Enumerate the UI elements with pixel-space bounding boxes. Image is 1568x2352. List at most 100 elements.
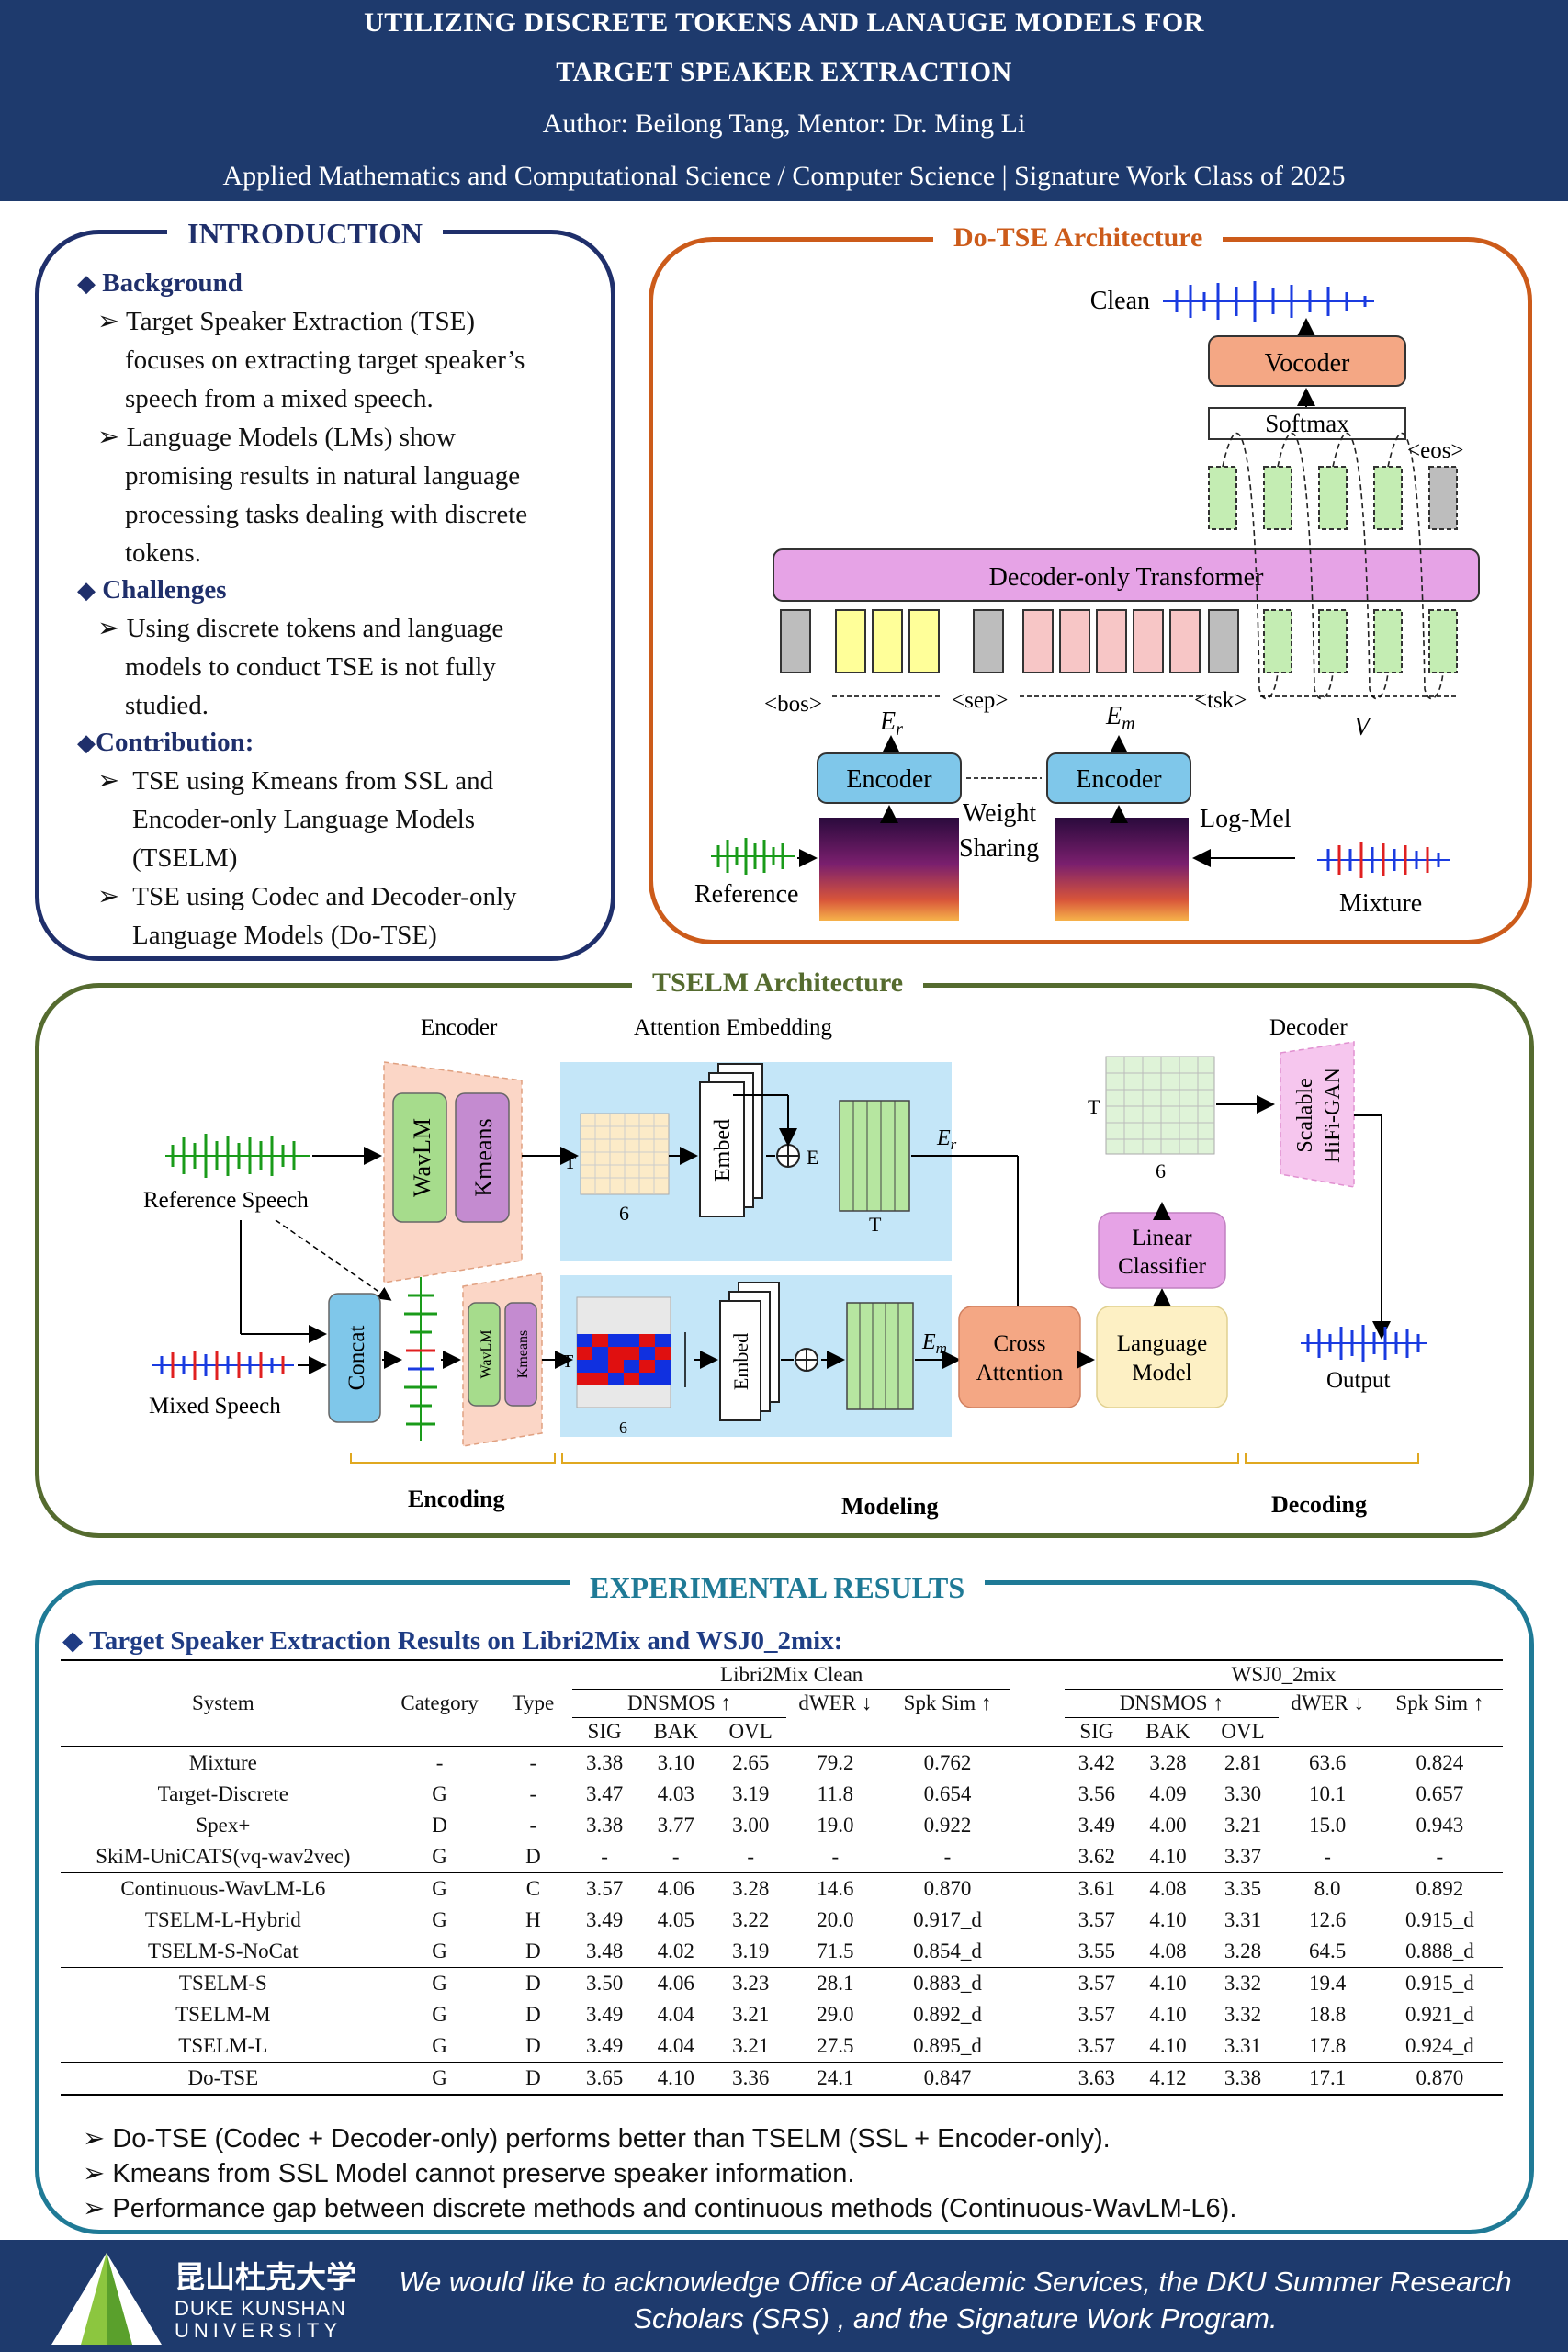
table-cell: 4.06 bbox=[636, 1872, 716, 1905]
language-label: Language bbox=[1117, 1331, 1208, 1356]
six-label-top: 6 bbox=[619, 1202, 629, 1225]
wsj-header: WSJ0_2mix bbox=[1065, 1659, 1503, 1690]
table-cell: 0.921_d bbox=[1404, 2003, 1474, 2026]
attention-embedding-header: Attention Embedding bbox=[634, 1015, 832, 1040]
table-cell: 0.824 bbox=[1416, 1751, 1464, 1774]
reference-speech-label: Reference Speech bbox=[143, 1188, 309, 1213]
table-cell: 3.32 bbox=[1224, 2003, 1262, 2026]
table-cell: 2.81 bbox=[1224, 1751, 1262, 1774]
cross-label: Cross bbox=[994, 1331, 1046, 1356]
eos-label: <eos> bbox=[1407, 438, 1464, 463]
table-cell: 79.2 bbox=[817, 1751, 854, 1774]
table-cell: 4.10 bbox=[636, 2062, 716, 2096]
table-cell: TSELM-L bbox=[178, 2034, 268, 2057]
em-label: Em bbox=[1105, 702, 1135, 734]
poster-title-line1: UTILIZING DISCRETE TOKENS AND LANAUGE MO… bbox=[364, 7, 1204, 38]
table-cell: Do-TSE bbox=[61, 2062, 386, 2096]
logo-chinese-text: 昆山杜克大学 bbox=[175, 2259, 356, 2295]
sep-label: <sep> bbox=[952, 688, 1009, 713]
table-cell: TSELM-S-NoCat bbox=[148, 1939, 299, 1962]
clean-label: Clean bbox=[1090, 287, 1150, 315]
table-cell: 3.21 bbox=[1224, 1814, 1262, 1837]
concat-block bbox=[328, 1293, 381, 1423]
table-cell: TSELM-M bbox=[175, 2003, 271, 2026]
table-cell: 3.28 bbox=[1224, 1939, 1262, 1962]
table-cell: 17.1 bbox=[1278, 2062, 1377, 2096]
table-cell: 3.36 bbox=[715, 2062, 786, 2096]
diamond-icon: ◆ bbox=[77, 577, 96, 604]
table-cell: 29.0 bbox=[817, 2003, 854, 2026]
results-table: Libri2Mix Clean WSJ0_2mix System Categor… bbox=[61, 1659, 1503, 2096]
table-cell: D bbox=[493, 1967, 573, 1999]
program-line: Applied Mathematics and Computational Sc… bbox=[222, 161, 1346, 191]
reference-spectrogram bbox=[819, 818, 959, 921]
language-model-block[interactable] bbox=[1096, 1306, 1228, 1408]
table-cell: 3.47 bbox=[585, 1782, 624, 1805]
conclusion-3: ➢ Performance gap between discrete metho… bbox=[83, 2194, 1237, 2223]
table-cell: C bbox=[493, 1872, 573, 1905]
table-cell: 11.8 bbox=[817, 1782, 854, 1805]
background-heading: ◆ Background bbox=[77, 268, 243, 298]
e-label-top: E bbox=[807, 1146, 818, 1169]
table-cell: 28.1 bbox=[785, 1967, 885, 1999]
t-label-classifier: T bbox=[1088, 1095, 1100, 1118]
table-cell: G bbox=[432, 2003, 447, 2026]
table-cell: 3.35 bbox=[1207, 1872, 1279, 1905]
table-cell: TSELM-S bbox=[61, 1967, 386, 1999]
modeling-label: Modeling bbox=[841, 1493, 938, 1520]
table-cell: 0.854_d bbox=[913, 1939, 982, 1962]
poster-title-line2: TARGET SPEAKER EXTRACTION bbox=[556, 57, 1012, 87]
concat-label: Concat bbox=[344, 1326, 369, 1391]
embedding-output-top bbox=[839, 1100, 910, 1212]
table-cell: G bbox=[432, 2034, 447, 2057]
table-cell: 4.10 bbox=[1149, 2034, 1187, 2057]
encoder-header: Encoder bbox=[421, 1015, 498, 1040]
table-cell: 3.31 bbox=[1224, 2034, 1262, 2057]
wavlm-label-bottom: WavLM bbox=[479, 1330, 494, 1379]
table-cell: 0.895_d bbox=[913, 2034, 982, 2057]
ch-bullet-1: ➢ Using discrete tokens and language mod… bbox=[97, 614, 504, 720]
table-cell: 3.21 bbox=[732, 2003, 770, 2026]
table-cell: 19.4 bbox=[1278, 1967, 1377, 1999]
title-banner: UTILIZING DISCRETE TOKENS AND LANAUGE MO… bbox=[0, 0, 1568, 201]
table-cell: Mixture bbox=[188, 1751, 257, 1774]
table-cell: 0.915_d bbox=[1404, 1908, 1474, 1931]
table-cell: 0.888_d bbox=[1404, 1939, 1474, 1962]
linear-label: Linear bbox=[1132, 1226, 1192, 1250]
author-line: Author: Beilong Tang, Mentor: Dr. Ming L… bbox=[542, 108, 1026, 139]
table-cell: D bbox=[525, 1939, 541, 1962]
table-cell: 3.49 bbox=[585, 2034, 624, 2057]
cross-attention-block[interactable] bbox=[958, 1306, 1081, 1408]
table-cell: - bbox=[747, 1845, 755, 1868]
table-cell: 12.6 bbox=[1309, 1908, 1347, 1931]
table-cell: 4.10 bbox=[1149, 1908, 1187, 1931]
table-cell: 3.77 bbox=[657, 1814, 694, 1837]
table-cell: 64.5 bbox=[1309, 1939, 1347, 1962]
table-cell: 15.0 bbox=[1309, 1814, 1347, 1837]
table-cell: 3.57 bbox=[1077, 1908, 1115, 1931]
table-cell: 3.38 bbox=[585, 1751, 624, 1774]
table-cell: G bbox=[432, 1782, 447, 1805]
table-cell: 0.870 bbox=[1376, 2062, 1503, 2096]
tselm-title: TSELM Architecture bbox=[632, 967, 924, 999]
token-grid-bottom bbox=[576, 1296, 671, 1408]
embedding-output-bottom bbox=[846, 1302, 914, 1410]
table-cell: 17.8 bbox=[1309, 2034, 1347, 2057]
table-cell: 4.10 bbox=[1149, 1845, 1187, 1868]
sig-header: SIG bbox=[1065, 1717, 1129, 1747]
spk-header-libri: Spk Sim ↑ bbox=[903, 1691, 992, 1715]
kmeans-block-top bbox=[455, 1092, 510, 1223]
six-label-classifier: 6 bbox=[1156, 1159, 1166, 1182]
table-cell: 3.57 bbox=[1077, 2003, 1115, 2026]
table-cell: D bbox=[432, 1814, 447, 1837]
embed-block-bottom bbox=[719, 1300, 761, 1421]
table-cell: G bbox=[432, 1908, 447, 1931]
table-cell: 19.0 bbox=[817, 1814, 854, 1837]
table-cell: 18.8 bbox=[1309, 2003, 1347, 2026]
model-label: Model bbox=[1132, 1361, 1191, 1385]
